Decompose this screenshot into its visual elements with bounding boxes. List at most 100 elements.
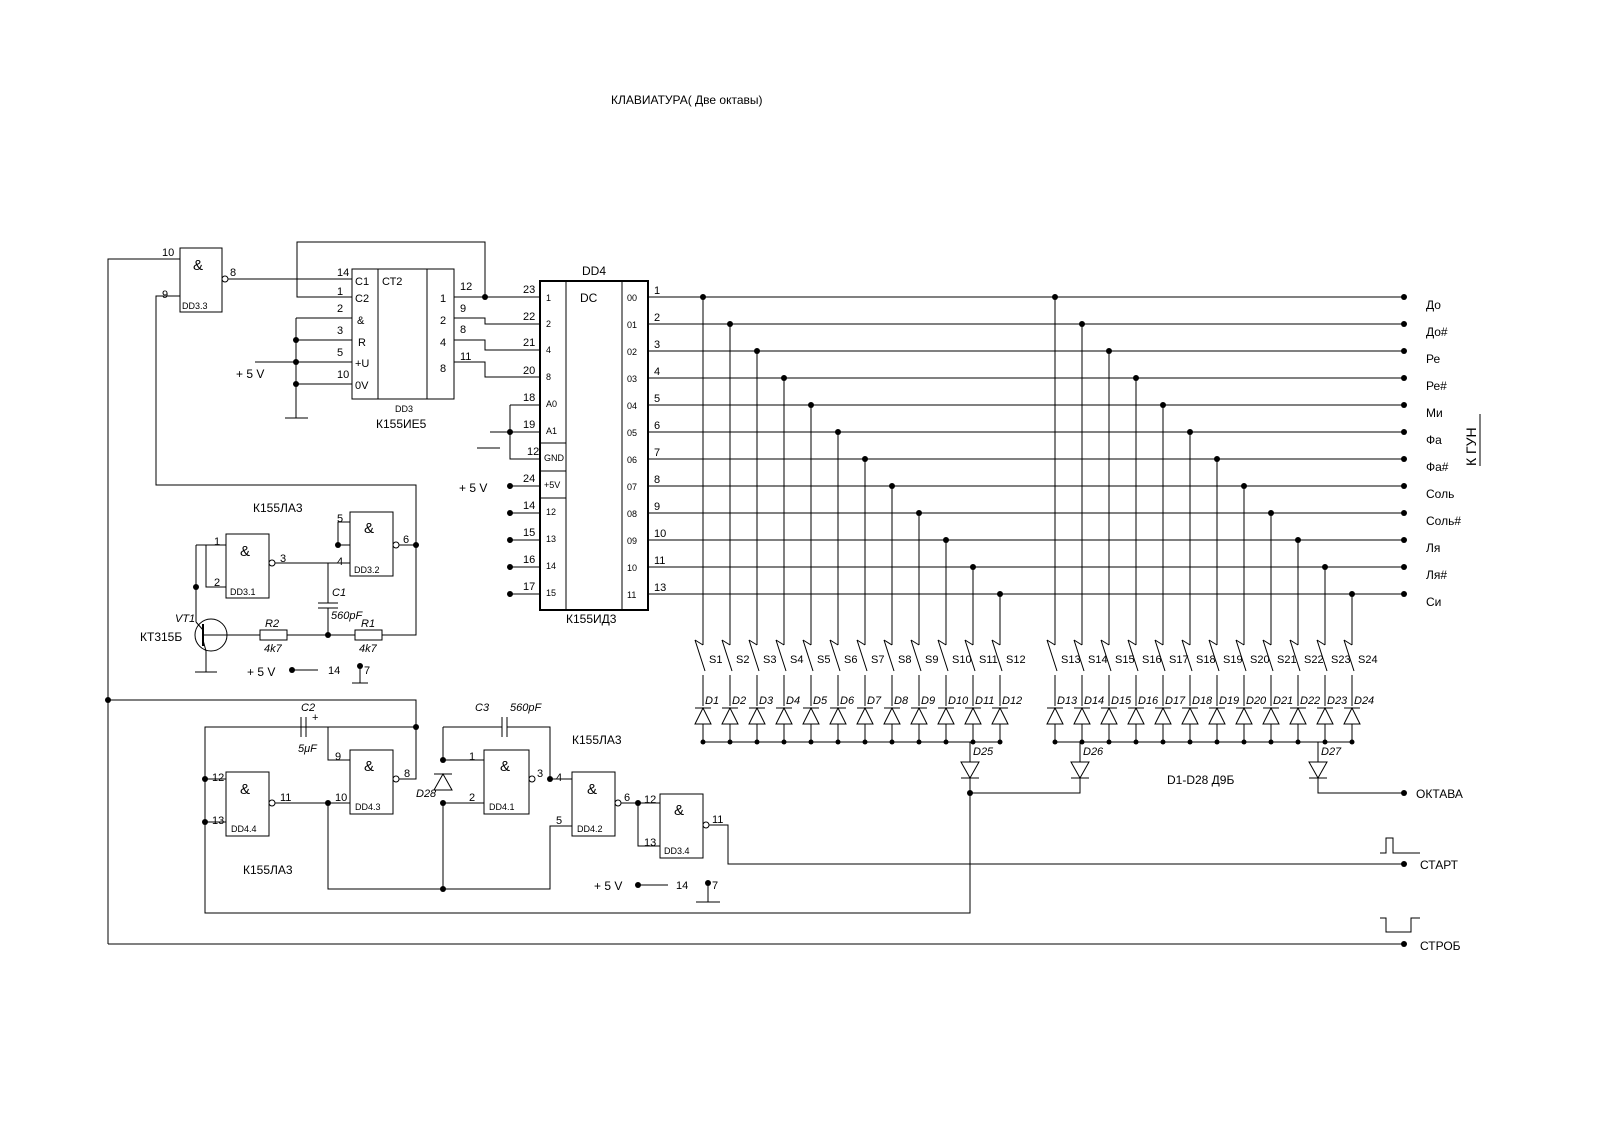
svg-text:9: 9 xyxy=(335,751,341,763)
dd4-out-11: 11 xyxy=(627,590,636,600)
switch-label: S3 xyxy=(763,654,776,666)
note-label: Ре# xyxy=(1426,379,1447,393)
capacitor-c2: C2 + 5μF xyxy=(298,702,318,755)
note-label: Фа xyxy=(1426,433,1442,447)
gate-dd3-4-label: DD3.4 xyxy=(664,846,690,856)
output-octave: ОКТАВА xyxy=(1401,787,1463,801)
switch-label: S7 xyxy=(871,654,884,666)
dd3-name: DD3 xyxy=(395,404,413,414)
svg-text:9: 9 xyxy=(162,289,168,301)
gate-dd3-2-label: DD3.2 xyxy=(354,565,380,575)
diode-label: D20 xyxy=(1246,695,1267,707)
diode-label: D10 xyxy=(948,695,969,707)
note-label: До# xyxy=(1426,325,1448,339)
dd4-out-08: 08 xyxy=(627,509,637,519)
gate-dd3-2-symbol: & xyxy=(364,520,374,537)
dd4-in-4: 4 xyxy=(546,345,551,355)
diode-label: D16 xyxy=(1138,695,1159,707)
dd4-out-pin: 8 xyxy=(654,474,660,486)
switch-label: S4 xyxy=(790,654,803,666)
gate-dd3-4: & DD3.4 12 13 11 xyxy=(644,793,723,859)
svg-text:11: 11 xyxy=(460,351,471,363)
c2-plus: + xyxy=(312,712,318,724)
svg-text:12: 12 xyxy=(460,281,472,293)
gate-dd4-2-symbol: & xyxy=(587,781,597,798)
svg-text:5: 5 xyxy=(337,513,343,525)
dd4-out-pin: 9 xyxy=(654,501,660,513)
dd4-function: DC xyxy=(580,291,598,305)
dd4-in-5v: +5V xyxy=(544,480,560,490)
dd4-in-12: 12 xyxy=(546,507,556,517)
capacitor-c3: C3 560pF xyxy=(475,702,542,737)
svg-text:11: 11 xyxy=(280,792,291,804)
diode-label: D6 xyxy=(840,695,855,707)
note-terminal xyxy=(1401,456,1407,462)
dd3-pin-u: +U xyxy=(355,358,369,370)
note-terminal xyxy=(1401,321,1407,327)
capacitor-c1: C1 560pF xyxy=(318,563,363,622)
switch-label: S11 xyxy=(979,654,998,666)
switch-label: S5 xyxy=(817,654,830,666)
svg-text:24: 24 xyxy=(523,473,535,485)
note-terminal xyxy=(1401,510,1407,516)
svg-text:3: 3 xyxy=(537,768,543,780)
dd4-out-pin: 2 xyxy=(654,312,660,324)
svg-text:19: 19 xyxy=(523,419,535,431)
output-octave-label: ОКТАВА xyxy=(1416,787,1463,801)
svg-text:8: 8 xyxy=(230,267,236,279)
diode-d25: D25 xyxy=(960,746,994,780)
key-switches: S1D1S13D13S2D2S14D14S3D3S15D15S4D4S16D16… xyxy=(694,294,1378,745)
svg-text:1: 1 xyxy=(214,536,220,548)
diode-label: D14 xyxy=(1084,695,1104,707)
diode-d26: D26 xyxy=(1070,746,1104,780)
svg-text:8: 8 xyxy=(440,363,446,375)
dd4-in-a1: A1 xyxy=(546,426,557,436)
dd4-out-05: 05 xyxy=(627,428,637,438)
diode-d28: D28 xyxy=(416,772,453,800)
switch-label: S22 xyxy=(1304,654,1324,666)
decoder-dd4: DD4 DC К155ИД3 1 2 4 8 A0 A1 GND +5V 12 … xyxy=(523,264,649,626)
gate-dd4-3-label: DD4.3 xyxy=(355,802,381,812)
switch-label: S13 xyxy=(1061,654,1081,666)
note-label: Соль xyxy=(1426,487,1454,501)
svg-text:20: 20 xyxy=(523,365,535,377)
dd3-pin-0v: 0V xyxy=(355,380,369,392)
gate-dd4-4: & DD4.4 12 13 11 xyxy=(212,771,291,837)
switch-label: S19 xyxy=(1223,654,1243,666)
diode-label: D5 xyxy=(813,695,828,707)
c1-value: 560pF xyxy=(331,610,363,622)
dd4-out-pin: 3 xyxy=(654,339,660,351)
note-label: До xyxy=(1426,298,1441,312)
svg-text:3: 3 xyxy=(280,553,286,565)
gate-dd4-4-symbol: & xyxy=(240,781,250,798)
diode-label: D24 xyxy=(1354,695,1374,707)
svg-text:8: 8 xyxy=(460,324,466,336)
svg-text:2: 2 xyxy=(440,315,446,327)
switch-label: S20 xyxy=(1250,654,1270,666)
svg-text:12: 12 xyxy=(644,794,656,806)
dd4-out-pin: 4 xyxy=(654,366,660,378)
resistor-r1: R1 4k7 xyxy=(354,618,383,655)
dd3-part: К155ИЕ5 xyxy=(376,417,427,431)
dd4-in-15: 15 xyxy=(546,588,556,598)
r2-value: 4k7 xyxy=(264,643,283,655)
note-terminal xyxy=(1401,294,1407,300)
svg-text:12: 12 xyxy=(212,772,224,784)
diode-label: D3 xyxy=(759,695,774,707)
switch-label: S18 xyxy=(1196,654,1216,666)
diode-label: D12 xyxy=(1002,695,1022,707)
resistor-r2: R2 4k7 xyxy=(259,618,288,655)
gate-dd4-2: & DD4.2 4 5 6 xyxy=(556,771,630,837)
switch-label: S15 xyxy=(1115,654,1135,666)
c2-value: 5μF xyxy=(298,743,318,755)
